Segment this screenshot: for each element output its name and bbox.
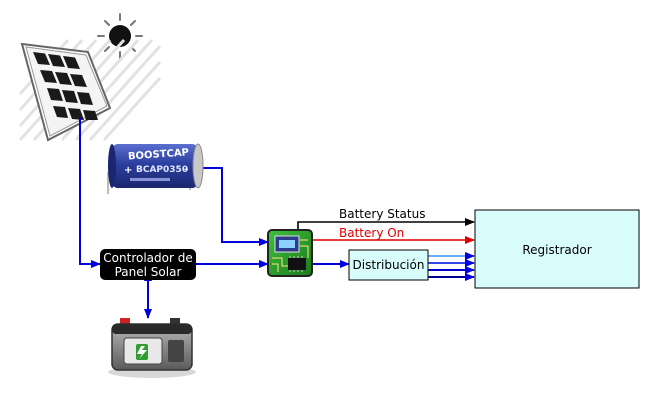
recorder-node: Registrador [474,209,640,289]
recorder-label: Registrador [522,243,591,257]
capacitor-plus: + [124,165,132,176]
capacitor-brand: BOOSTCAP [128,147,190,162]
battery-icon [108,318,196,378]
capacitor-model: BCAP0350 [136,165,188,175]
battery-on-label: Battery On [339,226,404,240]
capacitor-minus: - [184,164,188,175]
battery-status-label: Battery Status [339,207,425,221]
wire-capacitor-to-chip [198,167,269,246]
sun-icon [97,13,143,59]
wiring [79,118,350,319]
solar-controller-node: Controlador de Panel Solar [100,249,196,280]
distribution-outputs [428,252,475,281]
solar-panel-icon [18,38,162,142]
distribution-label: Distribución [353,258,425,272]
wire-panel-to-controller [79,118,101,268]
supercapacitor-icon: BOOSTCAP BCAP0350 + - [107,143,204,194]
controller-label-line2: Panel Solar [115,265,182,279]
microcontroller-chip-icon [267,229,313,277]
distribution-node: Distribución [348,249,429,281]
controller-label-line1: Controlador de [103,251,192,265]
battery-status-line [297,218,475,230]
signal-lines [297,218,475,244]
